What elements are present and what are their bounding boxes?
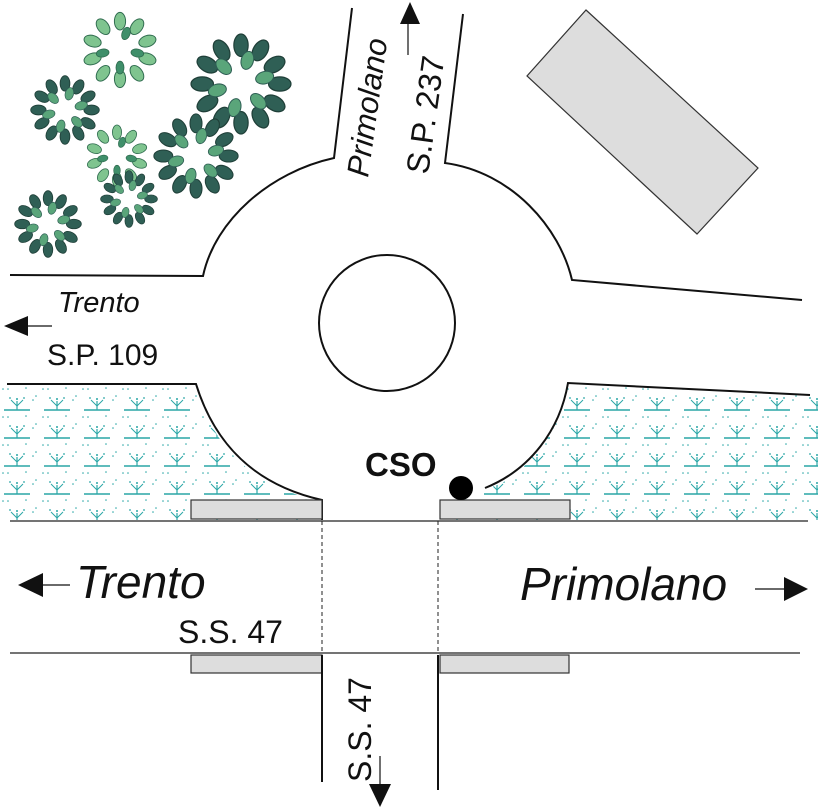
- sidewalk-slab: [190, 654, 323, 674]
- marsh-area-west: [0, 385, 322, 520]
- sidewalk-slab: [190, 499, 323, 520]
- road-edge-northeast: [443, 13, 803, 301]
- west-name-label: Trento: [58, 287, 140, 319]
- tree-icon: [190, 33, 292, 135]
- main-road-label: S.S. 47: [178, 614, 283, 650]
- building: [526, 9, 759, 235]
- road-edge-southwest: [7, 383, 323, 520]
- arrow-left-icon: [4, 316, 52, 336]
- tree-icon: [30, 75, 100, 145]
- dot-icon: [449, 476, 473, 500]
- sidewalk-slab: [439, 654, 570, 674]
- tree-icon: [153, 113, 239, 199]
- tree-icon: [100, 170, 158, 228]
- arrow-up-icon: [400, 2, 420, 55]
- south-road-label: S.S. 47: [342, 677, 378, 782]
- tree-icon: [14, 190, 82, 258]
- sidewalk-slab: [439, 499, 571, 520]
- west-road-label: S.P. 109: [47, 339, 158, 372]
- north-road-label: S.P. 237: [399, 53, 451, 175]
- central-island: [318, 254, 456, 392]
- cso-label: CSO: [365, 446, 437, 483]
- arrow-left-icon: [18, 573, 70, 597]
- tree-group: [14, 11, 292, 258]
- main-east-name-label: Primolano: [520, 558, 727, 610]
- road-edge-northwest: [9, 7, 353, 278]
- arrow-right-icon: [755, 577, 808, 601]
- main-west-name-label: Trento: [76, 556, 206, 608]
- marsh-area-east: [440, 383, 818, 520]
- arrow-down-icon: [369, 756, 391, 807]
- road-edge-southeast: [484, 381, 811, 489]
- tree-icon: [82, 11, 158, 89]
- north-name-label: Primolano: [340, 36, 394, 179]
